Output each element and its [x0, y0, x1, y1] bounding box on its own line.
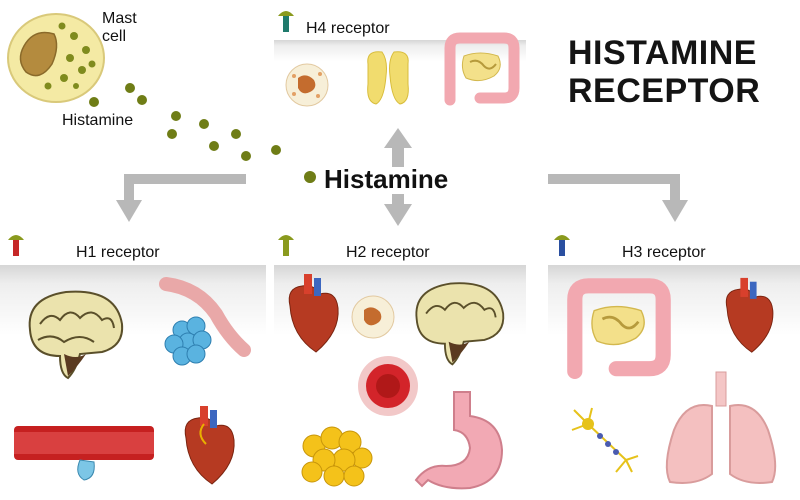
lung-bronchi-icon: [158, 274, 258, 370]
stomach-icon: [414, 386, 514, 496]
lungs-icon: [656, 370, 786, 490]
h2-receptor-label: H2 receptor: [346, 244, 430, 261]
blood-vessel-icon: [14, 416, 154, 486]
white-blood-cell-icon: [350, 294, 396, 340]
h1-receptor-icon: [6, 232, 26, 258]
mast-cell-icon: [4, 6, 114, 106]
title-line-2: RECEPTOR: [568, 72, 761, 110]
thymus-icon: [362, 46, 414, 108]
red-blood-cell-icon: [356, 354, 420, 418]
diagram-title: HISTAMINE RECEPTOR: [568, 34, 760, 110]
mast-cell-label: Mast cell: [102, 10, 137, 45]
heart-icon: [280, 272, 344, 356]
title-line-1: HISTAMINE: [568, 34, 757, 72]
histamine-center-dot: [303, 170, 317, 184]
h2-receptor-icon: [276, 232, 296, 258]
h3-receptor-label: H3 receptor: [622, 244, 706, 261]
h3-receptor-icon: [552, 232, 572, 258]
h4-receptor-label: H4 receptor: [306, 20, 390, 37]
fat-cells-icon: [298, 424, 374, 488]
intestine-icon: [554, 272, 684, 388]
heart-icon: [716, 276, 780, 356]
brain-icon: [404, 276, 514, 370]
intestine-icon: [440, 28, 524, 112]
h4-receptor-icon: [276, 8, 296, 34]
heart-icon: [176, 404, 240, 488]
brain-icon: [20, 284, 130, 384]
h1-receptor-label: H1 receptor: [76, 244, 160, 261]
histamine-label-small: Histamine: [62, 112, 134, 129]
white-blood-cell-icon: [284, 62, 330, 108]
histamine-center-label: Histamine: [324, 164, 449, 194]
neuron-icon: [568, 404, 644, 476]
arrows: [116, 128, 688, 226]
